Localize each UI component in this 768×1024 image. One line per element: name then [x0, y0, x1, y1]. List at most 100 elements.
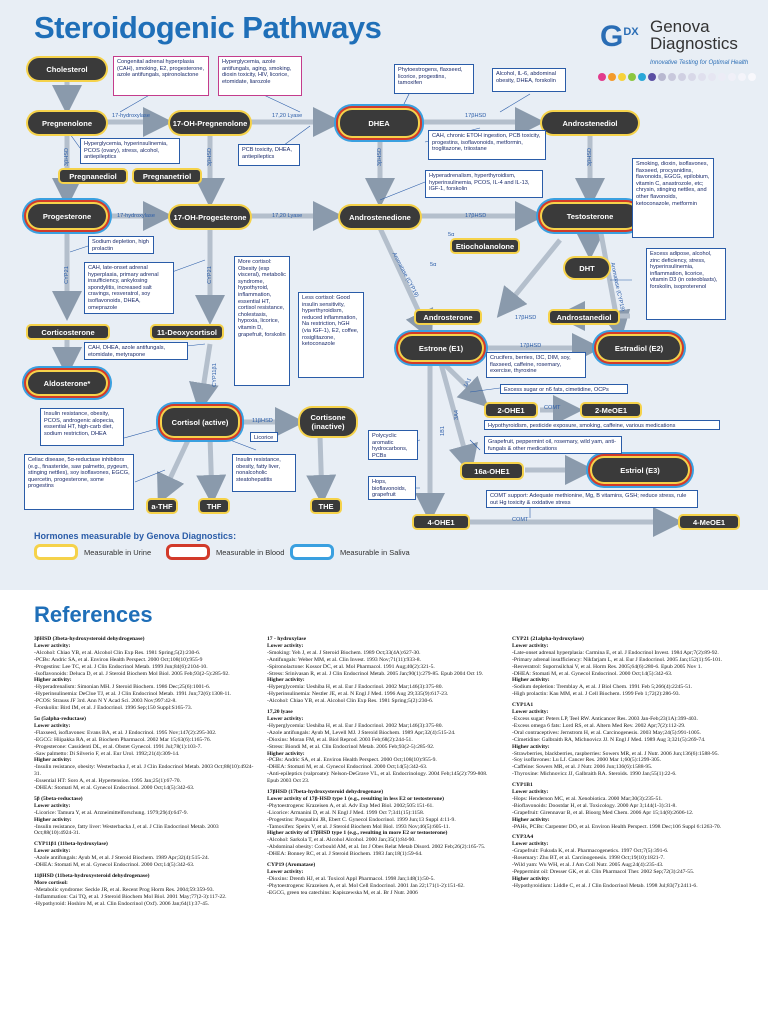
- reference-entry: -Caffeine: Sowers MR, et al. J Nutr. 200…: [512, 764, 653, 771]
- legend-saliva: Measurable in Saliva: [290, 544, 410, 560]
- node-pregnenolone: Pregnenolone: [28, 112, 106, 134]
- reference-entry: -Saw palmetto: Di Silverio F, et al. Eur…: [34, 750, 180, 757]
- enzyme-11b-hsd: 11βHSD: [252, 418, 273, 424]
- reference-entry: -EGCG, green tea catechins: Kapiszewska …: [267, 889, 418, 896]
- info-box-cah-etoh: CAH, chronic ETOH ingestion, PCB toxicit…: [428, 130, 546, 160]
- reference-subheading: Lower activity:: [34, 802, 71, 809]
- reference-entry: -Forskolin: Bird IM, et al. J Endocrinol…: [34, 705, 193, 712]
- node-cholesterol: Cholesterol: [28, 58, 106, 80]
- reference-entry: -Alcohol: Sarkola T, et al. Alcohol Alco…: [267, 837, 416, 844]
- enzyme-3b-hsd: 3βHSD: [587, 147, 594, 167]
- info-box-17oh-factors: Hyperglycemia, azole antifungals, aging,…: [218, 56, 302, 96]
- reference-entry: -DHEA: Stomati M, et al. Gynecol Endocri…: [34, 785, 195, 792]
- enzyme-cyp21: CYP21: [206, 266, 213, 284]
- reference-entry: -Hyperglycemia: Ueshiba H, et al. Eur J …: [267, 722, 443, 729]
- reference-subheading: Higher activity:: [34, 757, 72, 764]
- info-box-aromatase-inhibitors: Smoking, dioxin, isoflavones, flaxseed, …: [632, 158, 714, 238]
- reference-entry: -Inflammation: Cai TQ, et al. J Steroid …: [34, 893, 227, 900]
- info-box-grapefruit: Grapefruit, peppermint oil, rosemary, wi…: [484, 436, 622, 454]
- node-estradiol: Estradiol (E2): [598, 336, 680, 360]
- enzyme-comt: COMT: [544, 405, 561, 411]
- enzyme-17-hydroxylase: 17-hydroxylase: [112, 113, 150, 119]
- legend-title: Hormones measurable by Genova Diagnostic…: [34, 531, 237, 541]
- reference-entry: -PCBs: Andric SA, et al. Environ Health …: [267, 757, 437, 764]
- reference-entry: -Essential HT: Soro A, et al. Hypertensi…: [34, 778, 181, 785]
- reference-heading: 5β (5beta-reductase): [34, 795, 83, 802]
- reference-entry: -Peppermint oil: Dresser GK, et al. Clin…: [512, 869, 695, 875]
- page-title: Steroidogenic Pathways: [34, 10, 382, 45]
- enzyme-17-20-lyase: 17,20 Lyase: [272, 213, 303, 219]
- node-etiocholanolone: Etiocholanolone: [452, 240, 518, 252]
- reference-entry: -Hops: Henderson MC, et al. Xenobiotica.…: [512, 795, 663, 802]
- info-box-cah-dhea-azole: CAH, DHEA, azole antifungals, etomidate,…: [84, 342, 188, 360]
- info-box-cah-late-onset: CAH, late-onset adrenal hyperplasia, pri…: [84, 262, 174, 314]
- node-androsterone: Androsterone: [416, 311, 480, 323]
- node-17oh-pregnenolone: 17-OH-Pregnenolone: [170, 112, 250, 134]
- reference-entry: -Phytoestrogens: Krazeisen A, et al. Mol…: [267, 882, 465, 889]
- reference-entry: -DHEA: Stomati M, et al. Gynecol Endocri…: [267, 764, 428, 771]
- node-aldosterone: Aldosterone*: [28, 372, 106, 394]
- reference-entry: -Hyperinsulinemia: DeClue TJ, et al. J C…: [34, 691, 232, 698]
- reference-entry: -Stress: Biondi M, et al. Clin Endocrino…: [267, 743, 435, 750]
- enzyme-17b-hsd: 17βHSD: [515, 315, 537, 321]
- info-box-phytoestrogens: Phytoestrogens, flaxseed, licorice, prog…: [394, 64, 474, 94]
- node-testosterone: Testosterone: [542, 204, 638, 228]
- reference-entry: -Hyperglycemia: Ueshiba H, et al. Eur J …: [267, 684, 443, 691]
- logo-mark: GDX: [600, 20, 639, 53]
- reference-entry: -DHEA: Stomati M, et al. Gynecol Endocri…: [512, 670, 673, 677]
- reference-heading: CYP1A1: [512, 702, 534, 709]
- reference-entry: -Abdominal obesity: Corbould AM, et al. …: [267, 844, 486, 851]
- reference-entry: -Insulin resistance, obesity: Westerback…: [34, 764, 254, 778]
- reference-subheading: Lower activity:: [512, 789, 549, 796]
- node-cortisol: Cortisol (active): [162, 408, 238, 436]
- node-pregnanetriol: Pregnanetriol: [134, 170, 200, 182]
- reference-entry: -Progesterone: Cassidenti DL, et al. Obs…: [34, 743, 202, 750]
- info-box-crucifers: Crucifers, berries, I3C, DIM, soy, flaxs…: [486, 352, 586, 378]
- enzyme-3b-hsd: 3βHSD: [64, 147, 71, 167]
- reference-entry: -Late-onset adrenal hyperplasia: Carmina…: [512, 649, 719, 656]
- info-box-hyperglycemia-pcos: Hyperglycemia, hyperinsulinemia, PCOS (o…: [80, 138, 180, 164]
- reference-entry: -Primary adrenal insufficiency: Nikfarja…: [512, 656, 723, 663]
- references-column-1: 3βHSD (3beta-hydroxysteroid dehydrogenas…: [34, 632, 259, 908]
- reference-entry: -Grapefruit: Fukuda K, et al. Pharmacoge…: [512, 848, 669, 855]
- info-box-excess-sugar: Excess sugar or n6 fats, cimetidine, OCP…: [500, 384, 628, 394]
- node-17oh-progesterone: 17-OH-Progesterone: [170, 206, 250, 228]
- node-2-ohe1: 2-OHE1: [486, 404, 536, 416]
- enzyme-comt: COMT: [512, 517, 529, 523]
- reference-entry: -Resveratrol: Supornsilchai V, et al. Ho…: [512, 663, 702, 670]
- legend-blood: Measurable in Blood: [166, 544, 284, 560]
- node-thf: THF: [200, 500, 228, 512]
- reference-entry: -Smoking: Yeh J, et al. J Steroid Bioche…: [267, 649, 421, 656]
- reference-subheading: Lower activity:: [267, 715, 304, 722]
- enzyme-17b-hsd: 17βHSD: [520, 343, 542, 349]
- reference-entry: -Licorice: Armanini D, et al. N Engl J M…: [267, 809, 425, 816]
- reference-subheading: Lower activity:: [34, 848, 71, 855]
- reference-entry: -Cimetidine: Galbraith RA, Michnovicz JJ…: [512, 736, 706, 743]
- node-dht: DHT: [565, 258, 609, 278]
- reference-entry: -PAHs, PCBs: Carpenter DO, et al. Enviro…: [512, 823, 722, 830]
- node-the: THE: [312, 500, 340, 512]
- reference-entry: -DHEA: Bonney RC, et al. J Steroid Bioch…: [267, 851, 423, 858]
- blood-marker-icon: [166, 544, 210, 560]
- reference-entry: -Alcohol: Chiao YB, et al. Alcohol Clin …: [267, 698, 434, 705]
- info-box-more-cortisol: More cortisol: Obesity (esp visceral), m…: [234, 256, 290, 386]
- reference-subheading: Lower activity:: [267, 869, 304, 875]
- reference-subheading: Lower activity:: [34, 642, 71, 649]
- enzyme-17b-hsd: 17βHSD: [465, 113, 487, 119]
- reference-entry: -Azole antifungals: Ayub M, et al. J Ste…: [34, 855, 210, 862]
- enzyme-17-20-lyase: 17,20 Lyase: [272, 113, 303, 119]
- reference-heading: 17βHSD (17beta-hydroxysteroid dehydrogen…: [267, 789, 384, 796]
- reference-subheading: Higher activity:: [512, 875, 550, 882]
- node-cortisone: Cortisone (inactive): [300, 408, 356, 436]
- enzyme-17b-hsd: 17βHSD: [465, 213, 487, 219]
- reference-heading: CYP11β1 (11beta-hydroxylase): [34, 841, 108, 848]
- info-box-celiac: Celiac disease, 5α-reductase inhibitors …: [24, 454, 134, 510]
- reference-heading: CYP3A4: [512, 834, 534, 841]
- info-box-hyperadrenalism: Hyperadrenalism, hyperthyroidism, hyperi…: [425, 170, 543, 198]
- info-box-pcb-dhea: PCB toxicity, DHEA, antiepileptics: [238, 144, 300, 166]
- reference-heading: 17 - hydroxylase: [267, 636, 307, 642]
- reference-entry: -Antifungals: Weber MM, et al. Clin Inve…: [267, 656, 421, 663]
- enzyme-cyp11b1: CYP11β1: [211, 363, 218, 387]
